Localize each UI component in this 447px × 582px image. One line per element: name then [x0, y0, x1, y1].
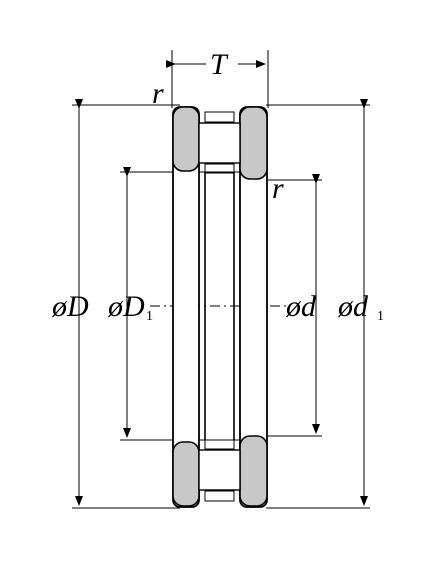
roller-top	[198, 122, 241, 164]
cage	[198, 111, 241, 502]
left-washer-bottom-section	[172, 441, 200, 507]
extension-lines	[72, 50, 370, 509]
roller-bottom	[198, 449, 241, 491]
label-phi-d: ød	[285, 290, 317, 323]
dimension-lines	[75, 60, 368, 506]
left-washer-top-section	[172, 106, 200, 172]
label-r-top: r	[152, 77, 164, 110]
label-phi-D: øD	[51, 290, 89, 323]
label-phi-d1-subscript: 1	[377, 309, 384, 324]
right-washer	[239, 106, 268, 508]
label-T: T	[210, 48, 229, 81]
label-phi-d1: ød	[337, 290, 369, 323]
left-washer	[172, 106, 200, 508]
right-washer-bottom-section	[239, 435, 268, 507]
label-r-right: r	[272, 172, 284, 205]
label-phi-D1: øD	[107, 290, 145, 323]
label-phi-D1-subscript: 1	[146, 309, 153, 324]
right-washer-top-section	[239, 106, 268, 180]
